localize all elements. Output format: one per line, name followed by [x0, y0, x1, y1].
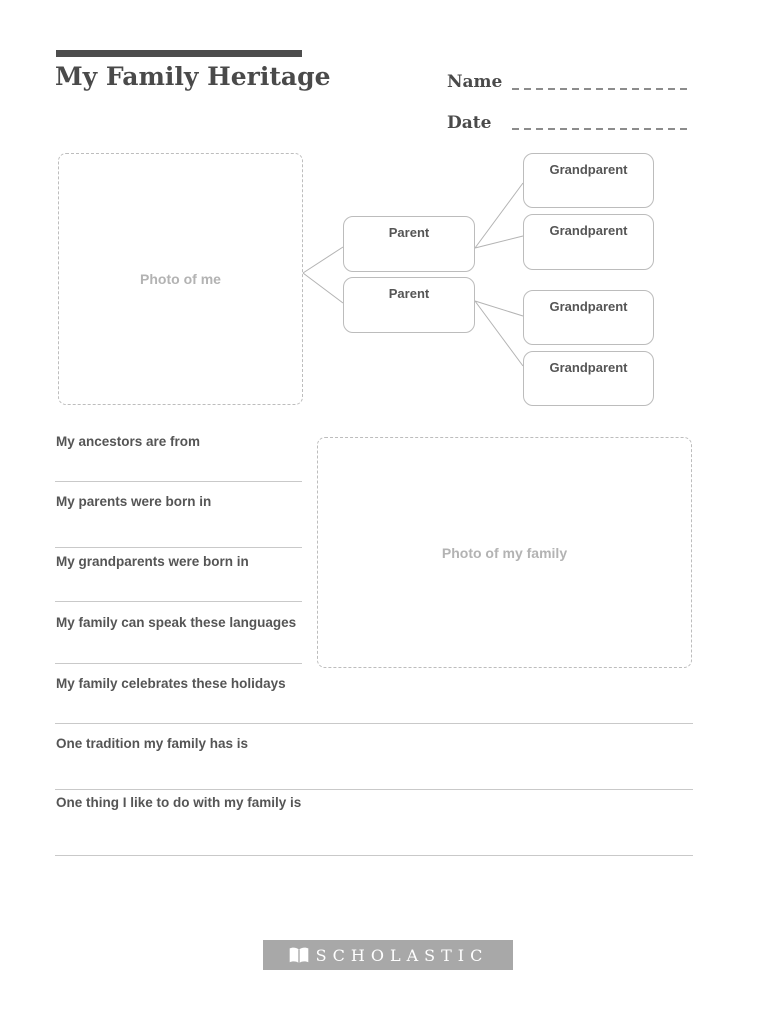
name-write-line [512, 88, 689, 90]
date-label: Date [447, 113, 492, 133]
write-line-parents-born [55, 547, 302, 548]
grandparent-box-2: Grandparent [523, 214, 654, 270]
photo-of-family-placeholder: Photo of my family [441, 544, 568, 561]
parent-box-2: Parent [343, 277, 475, 333]
write-line-languages [55, 663, 302, 664]
prompt-grandparents-born: My grandparents were born in [56, 554, 249, 569]
grandparent-box-2-label: Grandparent [549, 223, 628, 238]
write-line-tradition [55, 789, 693, 790]
grandparent-box-4-label: Grandparent [549, 360, 628, 375]
title-accent-bar [56, 50, 302, 57]
parent-box-1: Parent [343, 216, 475, 272]
grandparent-box-4: Grandparent [523, 351, 654, 406]
prompt-languages: My family can speak these languages [56, 615, 297, 630]
prompt-tradition: One tradition my family has is [56, 736, 249, 751]
photo-of-family-box: Photo of my family [317, 437, 692, 668]
prompt-parents-born: My parents were born in [56, 494, 212, 509]
grandparent-box-3: Grandparent [523, 290, 654, 345]
write-line-holidays [55, 723, 693, 724]
date-write-line [512, 128, 689, 130]
photo-of-me-box: Photo of me [58, 153, 303, 405]
write-line-family-activity [55, 855, 693, 856]
parent-box-1-label: Parent [388, 225, 430, 240]
open-book-icon [288, 946, 310, 965]
prompt-ancestors: My ancestors are from [56, 434, 201, 449]
scholastic-wordmark: SCHOLASTIC [315, 945, 489, 965]
grandparent-box-1-label: Grandparent [549, 162, 628, 177]
write-line-grandparents-born [55, 601, 302, 602]
photo-of-me-placeholder: Photo of me [140, 271, 221, 287]
grandparent-box-3-label: Grandparent [549, 299, 628, 314]
page-title: My Family Heritage [55, 62, 331, 91]
write-line-ancestors [55, 481, 302, 482]
prompt-family-activity: One thing I like to do with my family is [56, 795, 302, 810]
grandparent-box-1: Grandparent [523, 153, 654, 208]
name-label: Name [447, 72, 503, 92]
prompt-holidays: My family celebrates these holidays [56, 676, 286, 691]
parent-box-2-label: Parent [388, 286, 430, 301]
scholastic-logo: SCHOLASTIC [263, 940, 513, 970]
